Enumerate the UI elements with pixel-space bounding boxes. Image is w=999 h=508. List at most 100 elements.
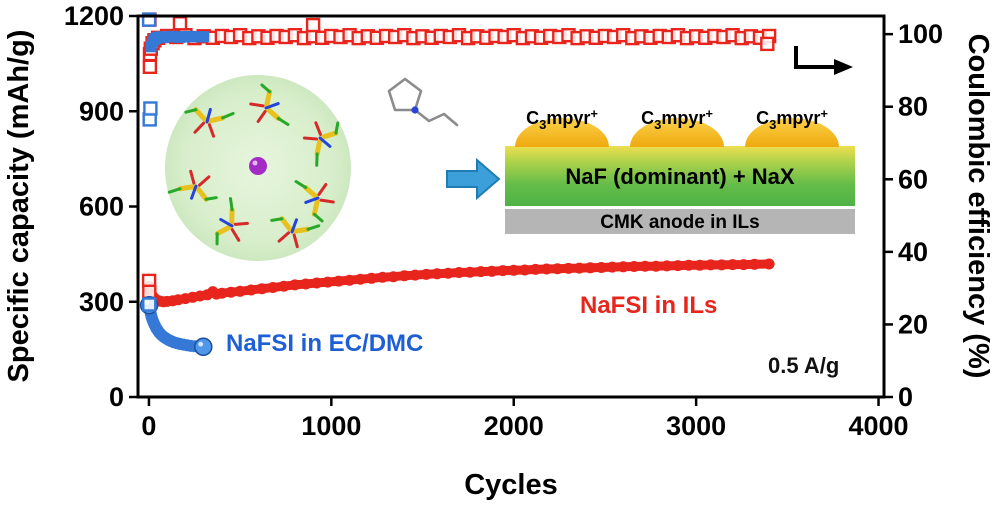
data-point <box>661 260 673 272</box>
data-point <box>508 264 520 276</box>
data-point <box>267 282 279 293</box>
end-sphere <box>194 337 213 357</box>
dome-label-sub: 3 <box>654 117 661 132</box>
y-right-tick-label: 100 <box>898 19 943 49</box>
data-point <box>628 261 640 272</box>
transform-arrow-icon <box>446 157 501 201</box>
data-point <box>300 278 312 290</box>
data-point <box>727 259 739 271</box>
data-point <box>617 261 629 273</box>
efficiency-axis-arrow-icon <box>794 46 853 75</box>
sei-layer-label: NaF (dominant) + NaX <box>565 164 795 189</box>
data-point <box>584 262 596 274</box>
dome-label-mid: mpyr <box>661 108 705 128</box>
y-right-tick-label: 80 <box>898 92 928 122</box>
dome-label-mid: mpyr <box>776 108 820 128</box>
dome-label-sup: + <box>820 106 828 121</box>
y-left-tick-label: 300 <box>79 287 124 317</box>
fsi-anion-icon <box>249 83 290 126</box>
y-left-tick-label: 1200 <box>64 1 124 31</box>
inset-illustration: C3mpyr+ C3mpyr+ C3mpyr+ NaF (dominant) +… <box>165 75 855 261</box>
data-point <box>760 36 775 52</box>
data-point <box>563 262 574 274</box>
data-point <box>355 273 366 285</box>
data-point <box>475 266 487 278</box>
x-tick-label: 4000 <box>848 411 908 441</box>
data-point <box>344 274 356 286</box>
series-ecdmc-capacity <box>139 295 213 357</box>
y-right-tick-label: 0 <box>898 382 913 412</box>
data-point <box>420 268 432 280</box>
pyrrolidinium-cation-icon <box>387 77 459 127</box>
data-point <box>278 280 290 292</box>
data-point <box>143 101 158 116</box>
fsi-anion-icon <box>270 216 321 249</box>
data-point <box>311 277 323 289</box>
sei-layer <box>505 146 855 206</box>
anode-layer-label: CMK anode in ILs <box>600 212 759 233</box>
data-point <box>256 283 268 295</box>
anode-layer <box>505 209 855 234</box>
data-point <box>464 266 476 278</box>
x-tick-label: 3000 <box>666 411 726 441</box>
data-point <box>216 287 228 299</box>
fsi-anion-icon <box>184 107 235 138</box>
x-axis-title: Cycles <box>464 469 558 501</box>
data-point <box>639 260 651 272</box>
data-point <box>672 260 684 272</box>
data-point <box>650 260 662 272</box>
y-right-tick-label: 20 <box>898 309 928 339</box>
cation-dome <box>745 118 839 147</box>
data-point <box>552 263 563 275</box>
data-point <box>398 270 410 282</box>
data-point <box>530 263 542 275</box>
data-point <box>606 261 618 273</box>
data-point <box>694 259 706 271</box>
fsi-anion-icon <box>214 197 249 246</box>
data-point <box>749 258 760 270</box>
left-axis-title: Specific capacity (mAh/g) <box>3 30 35 383</box>
il-series-label: NaFSI in ILs <box>580 292 717 319</box>
data-point <box>705 259 717 271</box>
data-point <box>289 279 301 291</box>
y-right-tick-label: 60 <box>898 164 928 194</box>
y-left-tick-label: 600 <box>79 192 124 222</box>
cation-dome-label: C3mpyr+ <box>756 106 828 132</box>
dome-label-sub: 3 <box>769 117 776 132</box>
data-point <box>763 258 775 270</box>
data-point <box>172 16 188 31</box>
data-point <box>234 285 246 297</box>
na-solvation-structure <box>167 83 340 249</box>
end-sphere-highlight <box>198 341 204 347</box>
data-point <box>683 259 695 271</box>
series-ecdmc-efficiency <box>145 30 210 53</box>
data-point <box>431 268 443 280</box>
data-point <box>409 269 421 281</box>
data-point <box>225 286 237 298</box>
na-ion-highlight <box>252 160 258 166</box>
cation-dome-label: C3mpyr+ <box>526 106 598 132</box>
cation-dome-label: C3mpyr+ <box>641 106 713 132</box>
data-point <box>541 263 553 275</box>
data-point <box>142 297 157 312</box>
data-point <box>595 262 607 273</box>
dome-label-pre: C <box>641 108 654 128</box>
data-point <box>305 17 321 33</box>
na-ion <box>249 157 267 175</box>
fsi-anion-icon <box>302 121 340 167</box>
data-point <box>453 267 465 278</box>
right-axis-title: Coulombic efficiency (%) <box>962 34 994 379</box>
fsi-anion-icon <box>167 169 218 202</box>
fsi-anion-icon <box>294 180 335 223</box>
data-point <box>442 267 454 279</box>
data-point <box>519 264 531 276</box>
data-point <box>497 265 509 277</box>
data-point <box>142 59 158 74</box>
cation-dome <box>515 118 609 147</box>
data-point <box>366 272 377 284</box>
data-point <box>322 276 334 288</box>
ecdmc-series-label: NaFSI in EC/DMC <box>226 330 423 357</box>
dome-label-sub: 3 <box>539 117 546 132</box>
